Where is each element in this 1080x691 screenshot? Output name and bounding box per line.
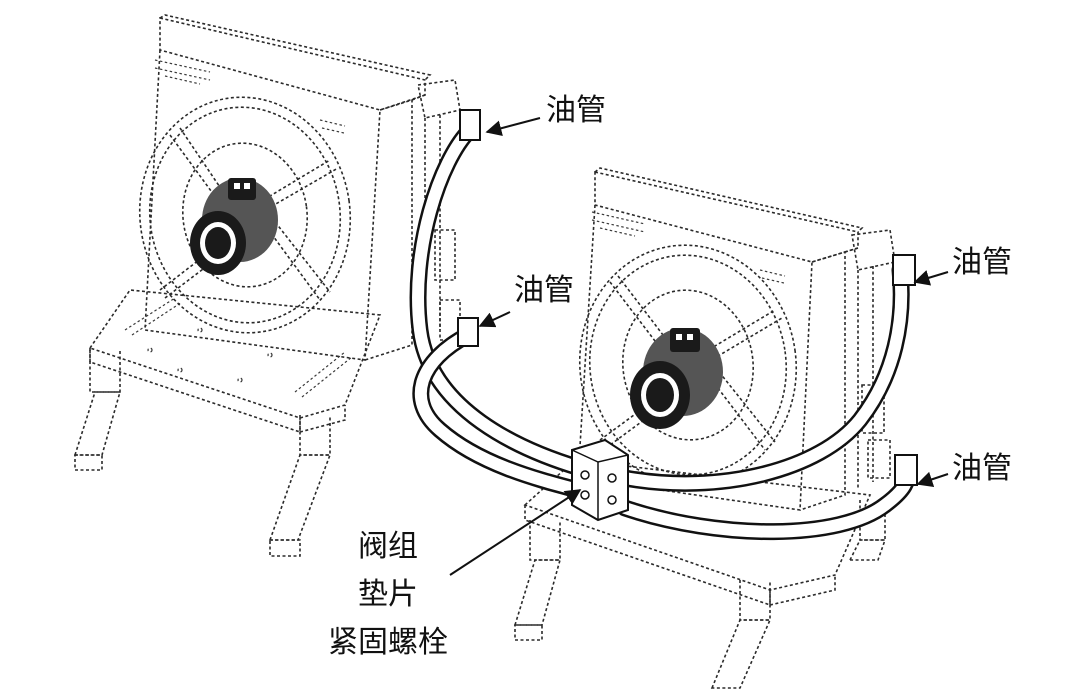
left-cooler-unit [73, 14, 461, 557]
left-motor [190, 178, 278, 275]
labels: 油管 油管 油管 油管 阀组 垫片 紧固螺栓 [328, 93, 1012, 660]
label-fastening-bolt: 紧固螺栓 [328, 625, 448, 660]
left-stand [73, 289, 382, 557]
fitting-right-bottom [894, 454, 918, 486]
label-oil-pipe-4: 油管 [952, 451, 1012, 486]
leader-oil-pipe-2 [478, 311, 511, 328]
fitting-right-top [892, 254, 916, 286]
leader-valve-group [449, 489, 582, 576]
valve-block [571, 438, 629, 522]
label-oil-pipe-2: 油管 [514, 273, 574, 308]
leader-oil-pipe-4 [916, 471, 949, 488]
leader-oil-pipe-1 [485, 117, 541, 137]
right-cooler-unit [513, 167, 896, 689]
label-gasket: 垫片 [358, 577, 418, 612]
right-motor [630, 328, 723, 429]
label-valve-group: 阀组 [358, 529, 418, 564]
label-oil-pipe-3: 油管 [952, 245, 1012, 280]
leader-lines [449, 117, 949, 576]
right-radiator-housing [577, 167, 864, 511]
fitting-left-bottom [457, 317, 479, 347]
fitting-left-top [459, 109, 481, 141]
label-oil-pipe-1: 油管 [546, 93, 606, 128]
left-radiator-housing [144, 14, 432, 361]
leader-oil-pipe-3 [913, 270, 949, 286]
oil-hoses [409, 109, 918, 541]
